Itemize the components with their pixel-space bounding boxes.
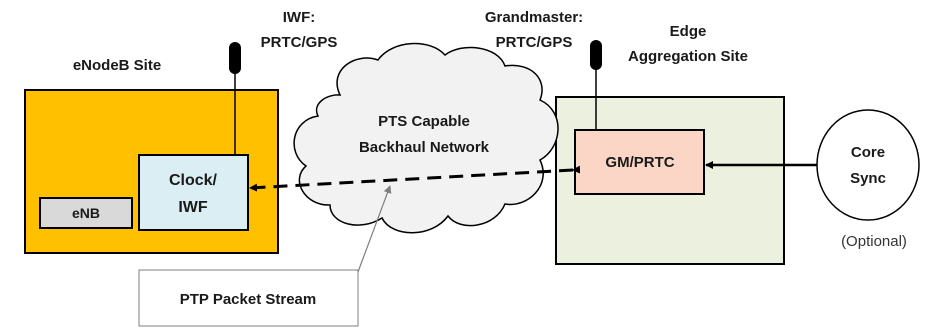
enb-label: eNB [72, 205, 100, 221]
clock-label-line2: IWF [178, 199, 208, 216]
clock-label-line1: Clock/ [169, 172, 218, 189]
ptp-callout-pointer [357, 185, 392, 273]
ptp-stream-callout-box [138, 269, 359, 327]
core-sync-label-line2: Sync [850, 170, 886, 187]
cloud-label-line1: PTS Capable [378, 113, 470, 130]
enodeb-site-label: eNodeB Site [73, 57, 161, 74]
ptp-dashed-arrow [249, 165, 581, 192]
grandmaster-label-line2: PRTC/GPS [496, 34, 573, 51]
gm-prtc-box [574, 129, 705, 195]
iwf-label-line2: PRTC/GPS [261, 34, 338, 51]
edge-label-line2: Aggregation Site [628, 48, 748, 65]
gm-prtc-label: GM/PRTC [605, 154, 674, 171]
iwf-label-line1: IWF: [283, 9, 315, 26]
grandmaster-antenna-icon [590, 40, 602, 130]
cloud-label-line2: Backhaul Network [359, 139, 490, 156]
ptp-stream-label: PTP Packet Stream [180, 291, 316, 308]
edge-label-line1: Edge [670, 23, 707, 40]
optional-label: (Optional) [841, 233, 907, 250]
iwf-antenna-icon [229, 42, 241, 155]
grandmaster-label-line1: Grandmaster: [485, 9, 583, 26]
clock-iwf-box [138, 154, 249, 231]
enb-box [39, 197, 133, 229]
core-sync-circle [816, 109, 920, 221]
core-sync-label-line1: Core [851, 144, 885, 161]
